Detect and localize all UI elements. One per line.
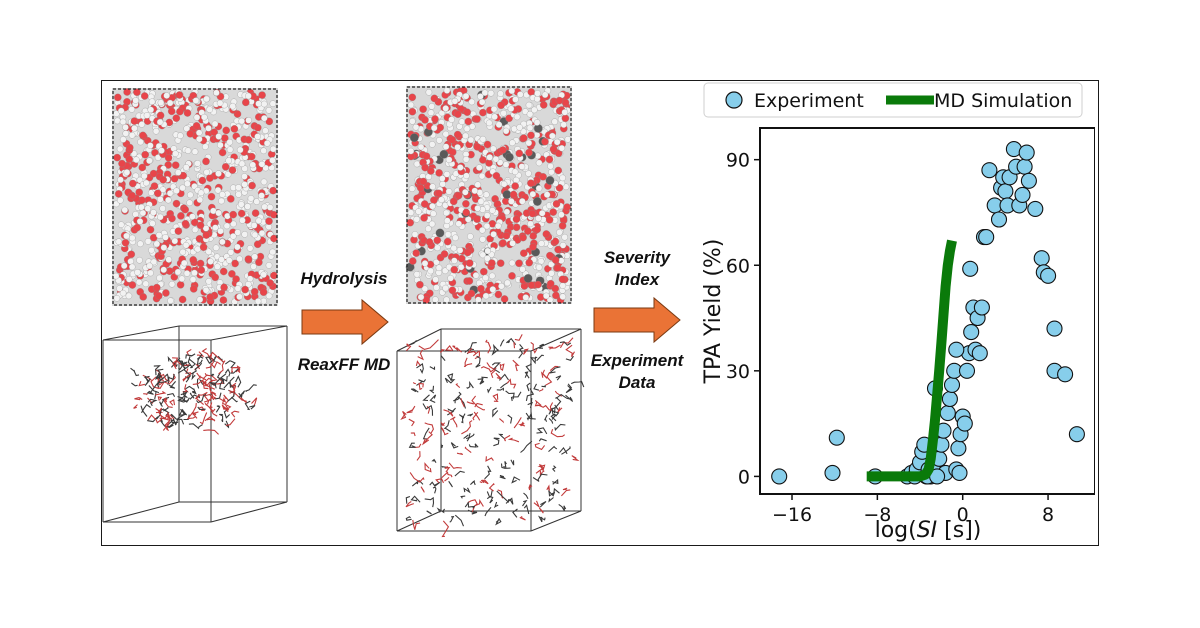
experiment-point xyxy=(1016,158,1033,175)
experiment-point xyxy=(1018,144,1035,161)
y-tick-label: 30 xyxy=(726,361,750,383)
x-axis-label: log(SI [s]) xyxy=(875,518,982,543)
experiment-point xyxy=(1033,250,1050,267)
experiment-point xyxy=(971,345,988,362)
experiment-point xyxy=(943,376,961,393)
md-simulation-series xyxy=(866,239,957,482)
x-tick-label: −16 xyxy=(772,504,812,526)
tpa-yield-chart: Experiment MD Simulation 0 30 60 90 −16 −8 0 8… xyxy=(701,82,1095,543)
hydrolysis-arrow xyxy=(301,298,389,346)
y-tick-label: 0 xyxy=(738,466,750,488)
x-axis-ticks: −16 −8 0 8 xyxy=(772,494,1054,526)
experiment-point xyxy=(1046,320,1063,337)
experiment-point xyxy=(1057,366,1074,383)
experiment-point xyxy=(939,405,956,422)
experiment-point xyxy=(1027,200,1044,217)
figure-frame xyxy=(101,80,1099,546)
reaxff-md-label: ReaxFF MD xyxy=(297,355,391,374)
experiment-point xyxy=(978,229,995,246)
water-box-hydrolyzed xyxy=(405,86,572,304)
experiment-data-label: Experiment Data xyxy=(590,351,684,392)
experiment-point xyxy=(1020,172,1037,189)
atom-cluster xyxy=(405,86,572,304)
experiment-point xyxy=(951,464,968,481)
experiment-point xyxy=(941,390,958,408)
x-tick-label: 8 xyxy=(1042,504,1054,526)
md-simulation-line xyxy=(866,239,957,482)
hydrolysis-label: Hydrolysis xyxy=(300,269,388,288)
experiment-point xyxy=(958,362,976,379)
y-tick-label: 90 xyxy=(726,150,750,172)
experiment-point xyxy=(962,260,979,277)
simulation-box-boundary xyxy=(112,88,278,306)
experiment-point xyxy=(981,162,998,179)
legend-md-simulation-label: MD Simulation xyxy=(934,90,1072,112)
simulation-cell xyxy=(396,328,582,532)
molecular-fragments xyxy=(130,348,258,435)
experiment-point xyxy=(1068,426,1085,443)
plot-area xyxy=(759,127,1095,495)
experiment-point xyxy=(1040,267,1057,284)
experiment-point xyxy=(948,341,965,358)
water-box-initial xyxy=(112,88,278,306)
experiment-point xyxy=(973,299,990,316)
y-axis-ticks: 0 30 60 90 xyxy=(726,150,760,488)
x-tick-label: −8 xyxy=(863,504,891,526)
polymer-wireframe-initial xyxy=(102,325,288,523)
legend-experiment-label: Experiment xyxy=(754,90,864,112)
simulation-box-boundary xyxy=(406,86,572,304)
y-tick-label: 60 xyxy=(726,255,750,277)
severity-arrow xyxy=(593,296,681,344)
experiment-point xyxy=(956,415,973,432)
experiment-point xyxy=(824,464,841,481)
legend-experiment-marker xyxy=(725,91,743,109)
severity-index-label: Severity Index xyxy=(603,248,671,289)
experiment-point xyxy=(1014,186,1031,203)
x-tick-label: 0 xyxy=(957,504,969,526)
chart-legend: Experiment MD Simulation xyxy=(703,82,1083,118)
molecular-fragments xyxy=(400,334,585,538)
experiment-point xyxy=(963,324,980,341)
simulation-cell xyxy=(102,325,288,523)
experiment-point xyxy=(771,468,788,485)
experiment-point xyxy=(828,429,845,446)
experiment-point xyxy=(997,183,1014,200)
experiment-point xyxy=(990,211,1008,228)
experiment-point xyxy=(950,440,967,457)
fragment-wireframe-hydrolyzed xyxy=(396,328,585,538)
atom-cluster xyxy=(112,88,278,306)
y-axis-label: TPA Yield (%) xyxy=(701,239,726,385)
